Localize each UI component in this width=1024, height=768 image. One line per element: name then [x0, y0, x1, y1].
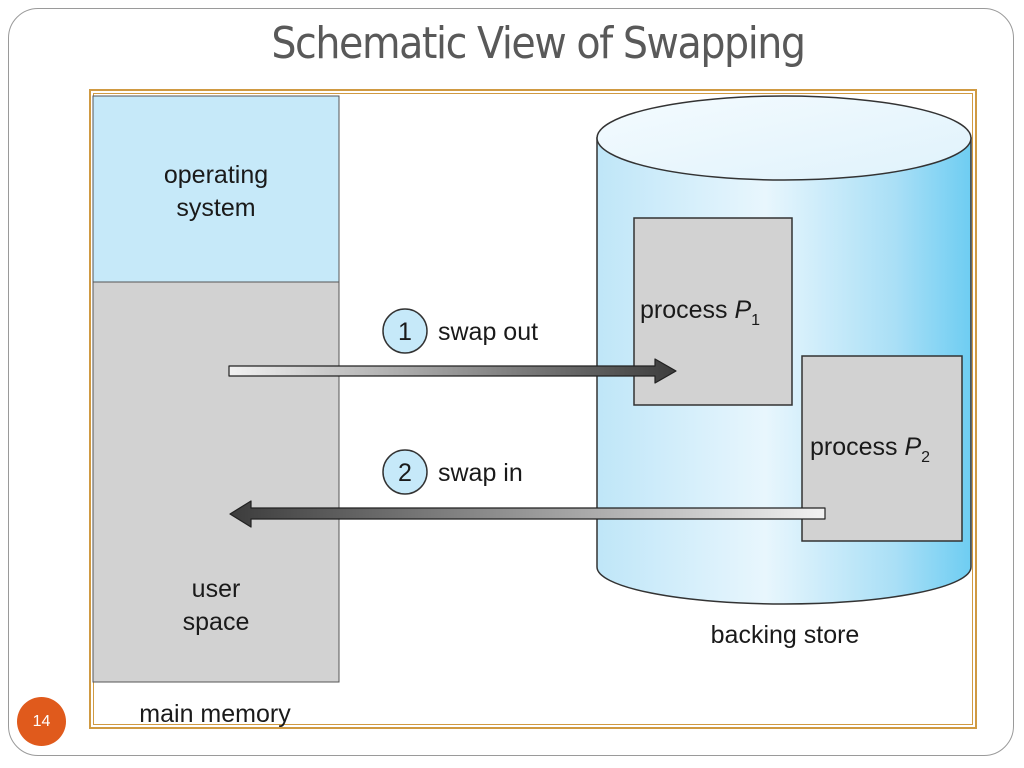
step-1-label: swap out: [438, 318, 538, 346]
process-p1-label: process P1: [640, 296, 760, 329]
user-space-region: [92, 281, 340, 683]
step-1-circle: [382, 308, 428, 354]
backing-store-caption: backing store: [711, 621, 860, 649]
step-2-circle: [382, 449, 428, 495]
process-p2-var: P: [904, 433, 921, 461]
swap-in-arrow: [229, 500, 826, 528]
process-p1-var: P: [734, 296, 751, 324]
main-memory-caption: main memory: [139, 700, 291, 728]
process-p2-sub: 2: [921, 449, 930, 466]
process-p2-text: process: [810, 433, 904, 461]
step-2-label: swap in: [438, 459, 523, 487]
figure-frame: [89, 89, 977, 729]
swap-out-arrow: [228, 358, 677, 384]
step-2-number: 2: [398, 459, 412, 487]
os-region: [92, 95, 340, 283]
step-1-number: 1: [398, 318, 412, 346]
user-space-label-line1: user: [192, 575, 241, 603]
process-p2-box: [801, 355, 963, 542]
user-space-label-line2: space: [183, 608, 250, 636]
slide-frame: [8, 8, 1014, 756]
backing-store-top: [596, 95, 972, 181]
os-label-line2: system: [176, 194, 255, 222]
os-label-line1: operating: [164, 161, 268, 189]
process-p2-label: process P2: [810, 433, 930, 466]
process-p1-text: process: [640, 296, 734, 324]
slide-title: Schematic View of Swapping: [271, 18, 806, 69]
page-number-badge: 14: [17, 697, 66, 746]
process-p1-sub: 1: [751, 312, 760, 329]
